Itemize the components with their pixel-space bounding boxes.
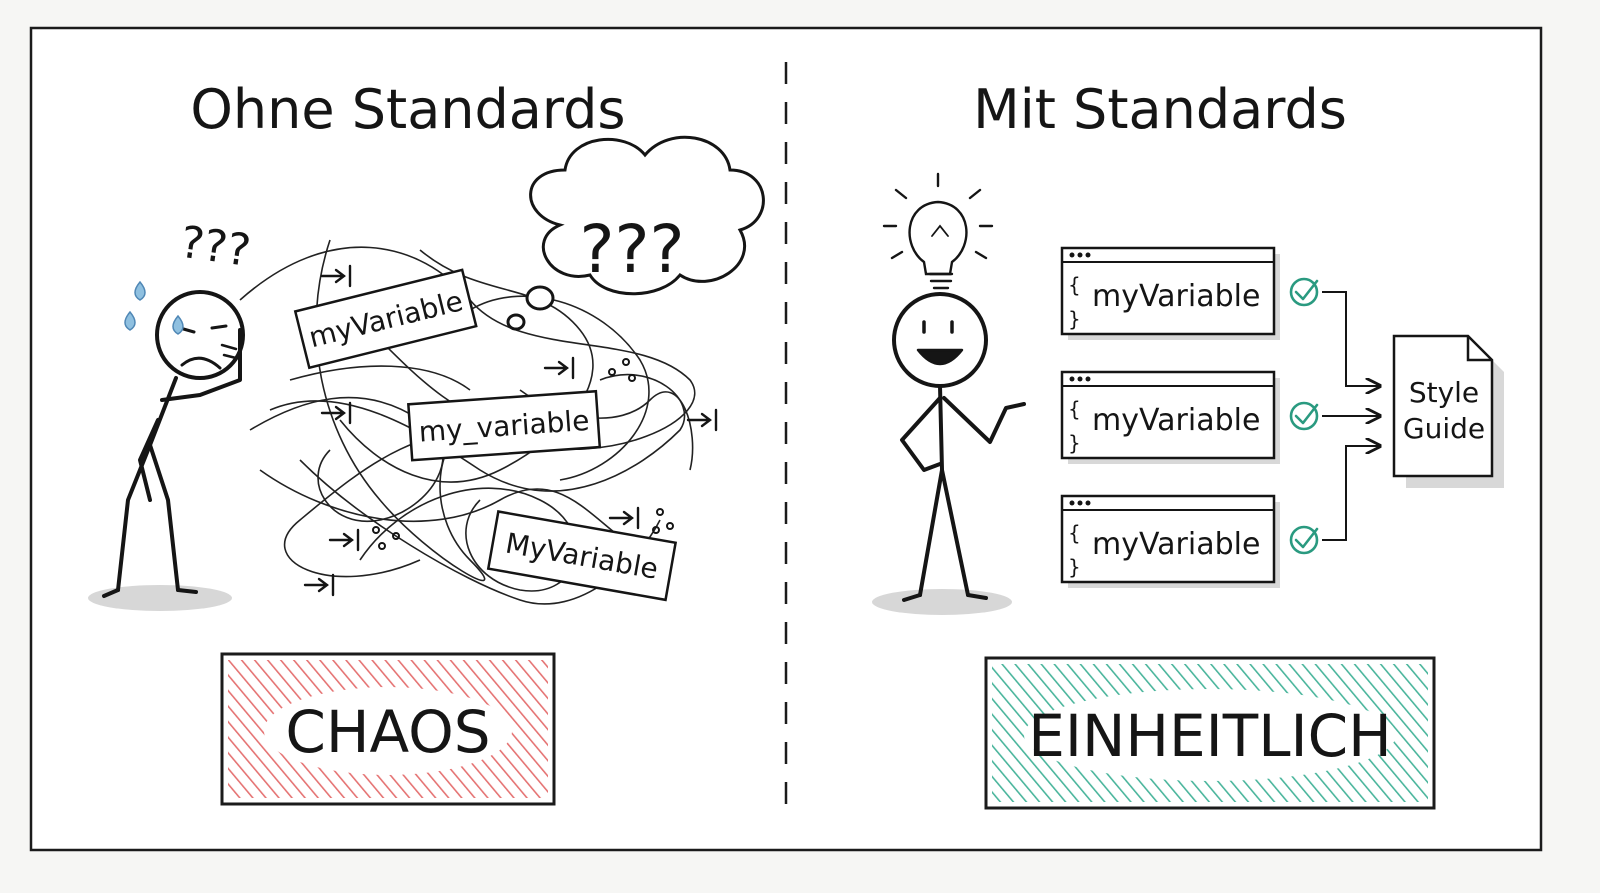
arrow-to-bar-icon [303,264,718,597]
einheitlich-label: EINHEITLICH [984,656,1436,810]
thought-bubble-text: ??? [579,211,684,288]
name-label-3: MyVariable [486,510,678,602]
scattered-dots [372,358,674,550]
check-icon [1289,525,1319,555]
code-card-1: { } myVariable [1060,246,1280,340]
lightbulb-icon [882,172,994,290]
happy-stick-figure [872,292,1026,615]
code-card-3-text: myVariable [1092,527,1260,562]
svg-text:}: } [1068,307,1081,331]
svg-text:}: } [1068,555,1081,579]
right-title: Mit Standards [973,78,1347,141]
svg-text:{: { [1068,521,1081,545]
code-card-2: { } myVariable [1060,370,1280,464]
chaos-label: CHAOS [220,652,556,806]
thought-bubble: ??? [506,135,765,331]
name-label-2: my_variable [407,389,602,462]
sweat-drop-icon [124,310,136,331]
document-icon: Style Guide [1392,334,1504,488]
svg-text:}: } [1068,431,1081,455]
style-guide-line-1: Style [1409,376,1479,409]
svg-text:{: { [1068,397,1081,421]
sweat-drop-icon [134,280,146,301]
style-guide-line-2: Guide [1403,412,1485,445]
left-title: Ohne Standards [190,78,625,141]
check-icon [1289,401,1319,431]
head-question-marks: ??? [177,217,253,277]
name-label-1: myVariable [293,268,478,370]
svg-text:{: { [1068,273,1081,297]
code-card-3: { } myVariable [1060,494,1280,588]
code-card-2-text: myVariable [1092,403,1260,438]
sweat-drop-icon [172,314,184,335]
einheitlich-label-text: EINHEITLICH [1028,702,1391,770]
confused-stick-figure [88,290,245,611]
code-card-1-text: myVariable [1092,279,1260,314]
check-icon [1289,277,1319,307]
chaos-label-text: CHAOS [285,698,490,766]
connector-lines [1322,291,1380,541]
